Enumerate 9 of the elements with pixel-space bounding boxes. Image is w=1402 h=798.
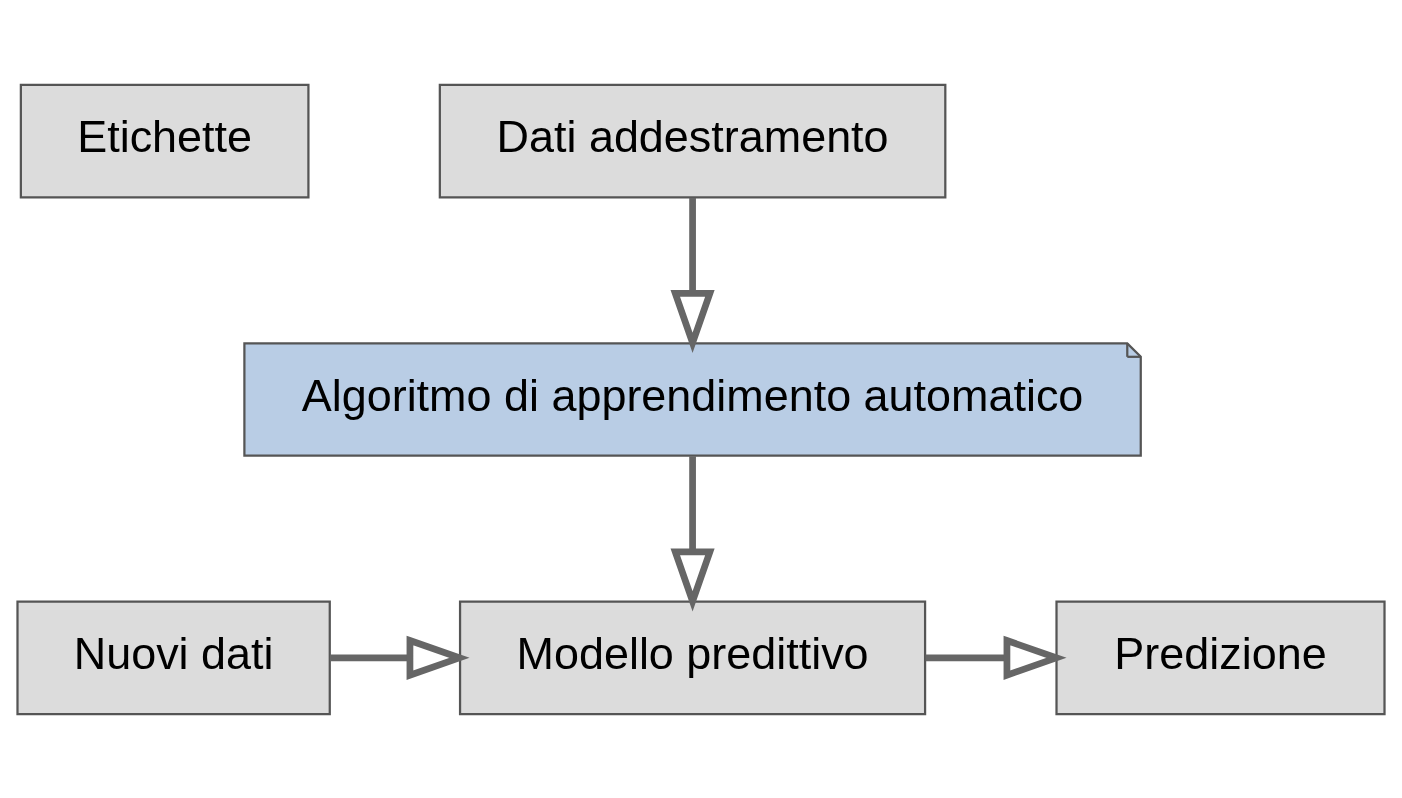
arrow [925, 635, 1067, 680]
node-box: Dati addestramento [438, 83, 947, 198]
arrow [330, 635, 470, 680]
arrow [670, 197, 715, 353]
node-box: Etichette [19, 83, 310, 198]
node-box: Modello predittivo [458, 600, 927, 715]
node-box: Nuovi dati [16, 600, 331, 715]
node-box: Predizione [1055, 600, 1386, 715]
arrow [670, 455, 715, 611]
